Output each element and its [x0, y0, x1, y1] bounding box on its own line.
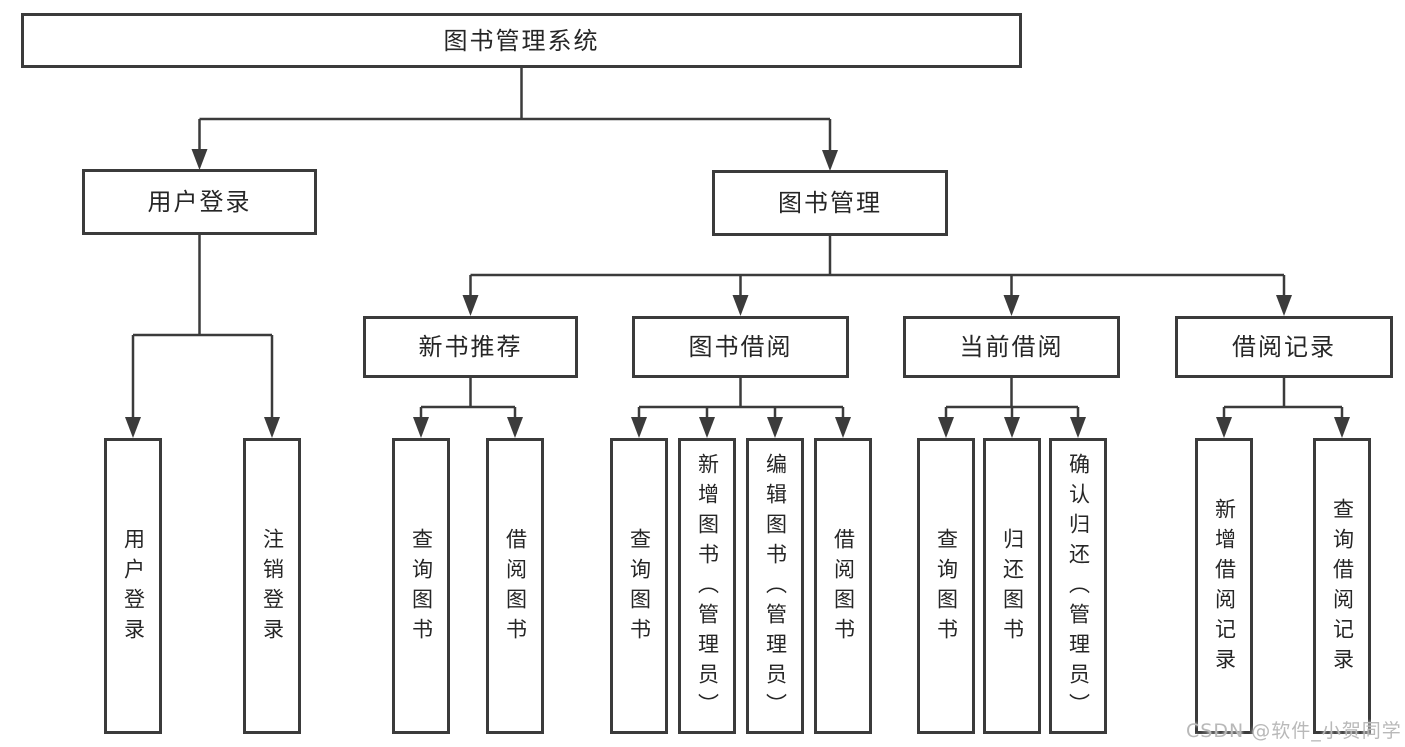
- arrow-down-icon: [1070, 417, 1086, 438]
- node-borrowing-records: 借阅记录: [1175, 316, 1393, 378]
- arrow-down-icon: [732, 295, 749, 316]
- arrow-down-icon: [1334, 417, 1350, 438]
- node-new-book-recommend: 新书推荐: [363, 316, 578, 378]
- csdn-watermark: CSDN @软件_小贺同学: [1186, 720, 1402, 742]
- arrow-down-icon: [413, 417, 429, 438]
- leaf-edit-book-admin: 编辑图书（管理员）: [746, 438, 804, 734]
- leaf-query-books-recommend: 查询图书: [392, 438, 450, 734]
- arrow-down-icon: [191, 149, 208, 170]
- arrow-down-icon: [699, 417, 715, 438]
- node-book-management: 图书管理: [712, 170, 948, 236]
- leaf-confirm-return-admin: 确认归还（管理员）: [1049, 438, 1107, 734]
- leaf-return-book: 归还图书: [983, 438, 1041, 734]
- arrow-down-icon: [264, 417, 280, 438]
- leaf-add-borrow-record: 新增借阅记录: [1195, 438, 1253, 734]
- leaf-logout: 注销登录: [243, 438, 301, 734]
- arrow-down-icon: [1003, 295, 1020, 316]
- leaf-user-login: 用户登录: [104, 438, 162, 734]
- arrow-down-icon: [125, 417, 141, 438]
- tree-edges: [131, 68, 1344, 419]
- arrow-down-icon: [631, 417, 647, 438]
- leaf-borrow-books: 借阅图书: [814, 438, 872, 734]
- arrow-down-icon: [462, 295, 479, 316]
- leaf-add-book-admin: 新增图书（管理员）: [678, 438, 736, 734]
- arrow-down-icon: [767, 417, 783, 438]
- node-user-login: 用户登录: [82, 169, 317, 235]
- arrow-down-icon: [938, 417, 954, 438]
- arrow-down-icon: [1276, 295, 1292, 316]
- leaf-query-books-borrow: 查询图书: [610, 438, 668, 734]
- node-root-system: 图书管理系统: [21, 13, 1022, 68]
- node-current-borrowing: 当前借阅: [903, 316, 1120, 378]
- node-book-borrowing: 图书借阅: [632, 316, 849, 378]
- arrow-down-icon: [507, 417, 523, 438]
- arrow-down-icon: [1216, 417, 1232, 438]
- leaf-query-borrow-record: 查询借阅记录: [1313, 438, 1371, 734]
- leaf-borrow-books-recommend: 借阅图书: [486, 438, 544, 734]
- arrowhead-icons: [125, 149, 1350, 438]
- arrow-down-icon: [822, 150, 838, 171]
- leaf-query-books-current: 查询图书: [917, 438, 975, 734]
- arrow-down-icon: [1004, 417, 1020, 438]
- arrow-down-icon: [835, 417, 851, 438]
